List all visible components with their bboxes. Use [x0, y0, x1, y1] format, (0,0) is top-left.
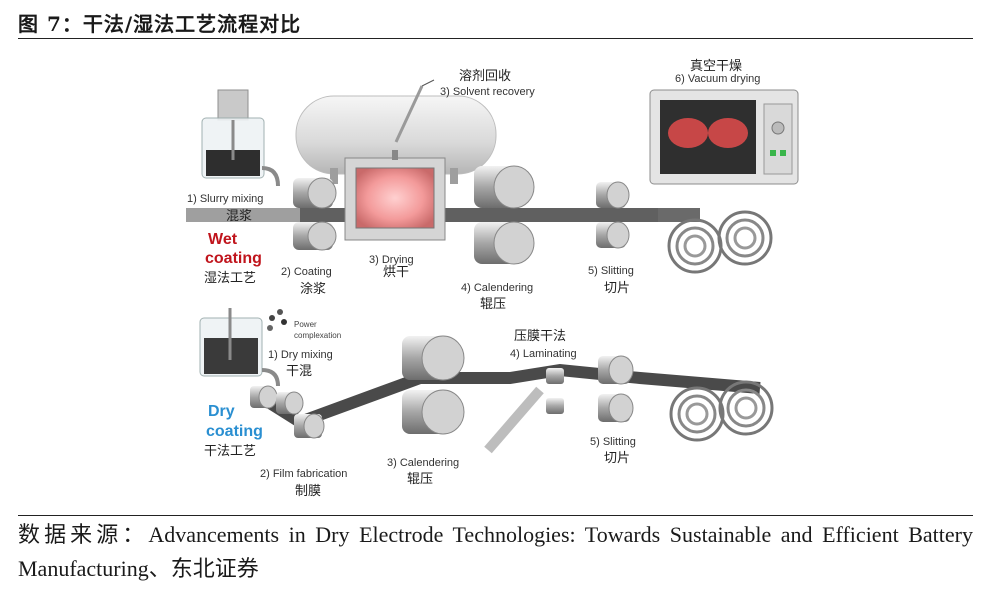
source-rule	[18, 515, 973, 516]
dry-heading-cn: 干法工艺	[204, 444, 256, 459]
label-coating: 2) Coating	[281, 266, 332, 278]
label-drying: 3) Drying	[369, 254, 414, 266]
dry-film	[258, 363, 761, 429]
label-solvent-recovery: 3) Solvent recovery	[440, 86, 535, 98]
dry-heading-line2: coating	[206, 423, 263, 440]
figure-title: 图 7：干法/湿法工艺流程对比	[18, 12, 302, 36]
laminating-rollers	[546, 368, 564, 414]
label-vacuum-drying-cn: 真空干燥	[690, 59, 742, 74]
drying-oven	[344, 150, 446, 241]
powder-particles	[267, 309, 287, 331]
dry-heading-line1: Dry	[208, 403, 235, 420]
label-powder-complexation-2: complexation	[294, 331, 341, 340]
label-vacuum-drying: 6) Vacuum drying	[675, 73, 760, 85]
label-dry-mixing: 1) Dry mixing	[268, 349, 333, 361]
slurry-mixer	[201, 89, 280, 187]
wet-calendering-rollers	[474, 165, 535, 265]
label-drying-cn: 烘干	[383, 265, 409, 280]
label-wet-slitting: 5) Slitting	[588, 265, 634, 277]
label-dry-slitting-cn: 切片	[604, 451, 630, 466]
wet-electrode-coils	[667, 210, 773, 274]
dry-current-collector	[484, 386, 544, 454]
label-solvent-recovery-cn: 溶剂回收	[459, 69, 511, 84]
label-film-fabrication-cn: 制膜	[295, 484, 321, 499]
wet-heading-line1: Wet	[208, 231, 238, 248]
label-wet-calendering: 4) Calendering	[461, 282, 533, 294]
label-dry-slitting: 5) Slitting	[590, 436, 636, 448]
label-wet-slitting-cn: 切片	[604, 281, 630, 296]
wet-heading-cn: 湿法工艺	[204, 271, 256, 286]
label-dry-calendering-cn: 辊压	[407, 472, 433, 487]
film-fabrication-rollers	[250, 385, 325, 439]
dry-slitting-rollers	[598, 355, 634, 423]
label-slurry-mixing: 1) Slurry mixing	[187, 193, 263, 205]
wet-heading-line2: coating	[205, 250, 262, 267]
label-coating-cn: 涂浆	[300, 281, 326, 297]
label-dry-mixing-cn: 干混	[286, 364, 312, 379]
dry-calendering-rollers	[402, 335, 465, 435]
label-wet-calendering-cn: 辊压	[480, 297, 506, 312]
wet-coating-rollers	[293, 177, 337, 251]
dry-mixer	[199, 308, 280, 387]
title-rule	[18, 38, 973, 39]
label-film-fabrication: 2) Film fabrication	[260, 468, 347, 480]
vacuum-oven	[649, 89, 799, 185]
label-slurry-mixing-cn: 混浆	[226, 209, 252, 224]
label-dry-calendering: 3) Calendering	[387, 457, 459, 469]
label-laminating-cn: 压膜干法	[514, 329, 566, 344]
dry-electrode-coils	[669, 380, 774, 442]
source-note: 数据来源：Advancements in Dry Electrode Techn…	[18, 522, 973, 581]
wet-slitting-rollers	[596, 181, 630, 249]
label-laminating: 4) Laminating	[510, 348, 577, 360]
label-powder-complexation-1: Power	[294, 320, 317, 329]
